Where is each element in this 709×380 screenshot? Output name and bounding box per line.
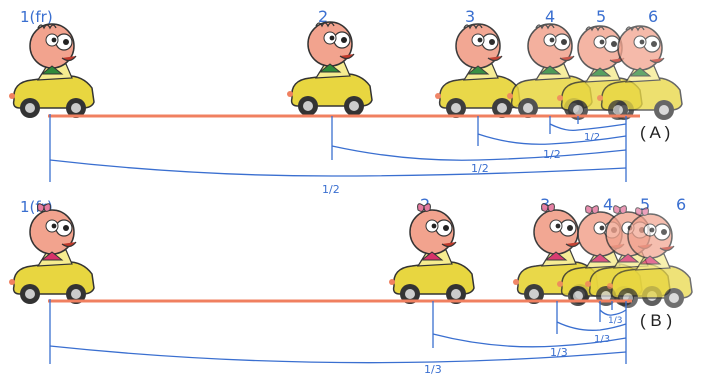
row-b: 1(fr) 2 3 4 5 6 1/3 1/3 1/3 1/3 ( B ): [8, 195, 693, 376]
car-icon: [8, 203, 95, 305]
car-icon: [434, 23, 521, 119]
row-a-caption: ( A ): [640, 123, 670, 142]
fraction-label: 1/3: [608, 316, 622, 326]
row-a: 1(fr) 2 3 4 5 6 1/2 1/2 1/2 1/2: [8, 7, 683, 196]
fraction-label: 1/3: [424, 363, 442, 376]
fraction-label: 1/3: [550, 346, 568, 359]
brace-group: [49, 114, 627, 182]
fraction-label: 1/2: [471, 162, 489, 175]
row-b-position-label: 6: [676, 195, 686, 214]
fraction-label: 1/2: [322, 183, 340, 196]
row-b-position-label: 5: [640, 195, 650, 214]
fraction-label: 1/3: [594, 334, 610, 345]
brace-group: [49, 299, 627, 364]
car-icon: [286, 21, 373, 117]
row-a-position-label: 5: [596, 7, 606, 26]
row-b-position-label: 4: [603, 195, 613, 214]
row-a-position-label: 3: [465, 7, 475, 26]
car-icon: [388, 203, 475, 305]
row-a-position-label: 4: [545, 7, 555, 26]
car-icon: [8, 23, 95, 119]
row-b-caption: ( B ): [640, 311, 672, 330]
row-a-start-label: 1(fr): [20, 8, 53, 26]
row-a-position-label: 2: [318, 7, 328, 26]
row-b-position-label: 2: [420, 195, 430, 214]
fraction-label: 1/2: [543, 148, 561, 161]
fraction-label: 1/2: [584, 132, 600, 143]
row-a-position-label: 6: [648, 7, 658, 26]
